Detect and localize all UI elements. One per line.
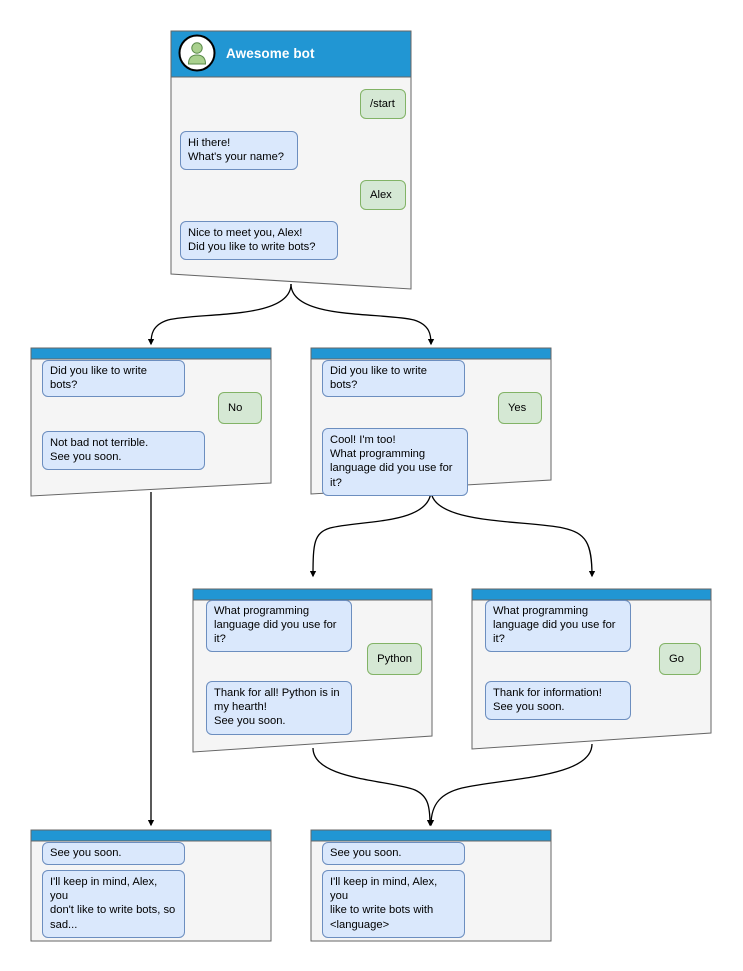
message-bubble-bot[interactable]: See you soon. xyxy=(42,842,185,866)
message-bubble-user[interactable]: Python xyxy=(367,643,422,676)
message-bubble-user[interactable]: Alex xyxy=(360,180,406,211)
message-bubble-bot[interactable]: Cool! I'm too! What programming language… xyxy=(322,428,468,496)
user-avatar-icon xyxy=(178,34,216,72)
message-bubble-bot[interactable]: Not bad not terrible. See you soon. xyxy=(42,431,205,471)
card-no-branch[interactable]: Did you like to write bots? No Not bad n… xyxy=(30,347,272,497)
card-end-no[interactable]: See you soon. I'll keep in mind, Alex, y… xyxy=(30,829,272,942)
edge-yes-to-python xyxy=(309,489,432,578)
edge-root-to-no xyxy=(147,283,292,346)
message-bubble-bot[interactable]: Nice to meet you, Alex! Did you like to … xyxy=(180,221,338,261)
message-bubble-bot[interactable]: Did you like to write bots? xyxy=(42,360,185,398)
message-bubble-bot[interactable]: Thank for information! See you soon. xyxy=(485,681,631,721)
card-root-title: Awesome bot xyxy=(226,46,315,61)
message-bubble-bot[interactable]: I'll keep in mind, Alex, you don't like … xyxy=(42,870,185,938)
message-bubble-user[interactable]: No xyxy=(218,392,262,425)
card-yes-branch[interactable]: Did you like to write bots? Yes Cool! I'… xyxy=(310,347,552,496)
message-bubble-user[interactable]: Yes xyxy=(498,392,542,425)
message-bubble-user[interactable]: /start xyxy=(360,89,406,120)
message-bubble-bot[interactable]: Hi there! What's your name? xyxy=(180,131,298,171)
message-bubble-bot[interactable]: What programming language did you use fo… xyxy=(485,600,631,652)
edge-yes-to-go xyxy=(430,489,596,578)
edge-root-to-yes xyxy=(290,283,435,346)
edge-go-to-end-yes xyxy=(427,743,593,827)
card-python-branch[interactable]: What programming language did you use fo… xyxy=(192,588,433,753)
card-go-branch[interactable]: What programming language did you use fo… xyxy=(471,588,712,750)
message-bubble-bot[interactable]: Did you like to write bots? xyxy=(322,360,465,398)
message-bubble-bot[interactable]: What programming language did you use fo… xyxy=(206,600,352,652)
card-root-header: Awesome bot xyxy=(170,30,412,77)
message-bubble-bot[interactable]: I'll keep in mind, Alex, you like to wri… xyxy=(322,870,465,938)
card-end-yes[interactable]: See you soon. I'll keep in mind, Alex, y… xyxy=(310,829,552,942)
message-bubble-bot[interactable]: See you soon. xyxy=(322,842,465,866)
card-root[interactable]: Awesome bot /start Hi there! What's your… xyxy=(170,30,412,290)
message-bubble-bot[interactable]: Thank for all! Python is in my hearth! S… xyxy=(206,681,352,735)
edge-python-to-end-yes xyxy=(312,747,434,827)
message-bubble-user[interactable]: Go xyxy=(659,643,701,676)
